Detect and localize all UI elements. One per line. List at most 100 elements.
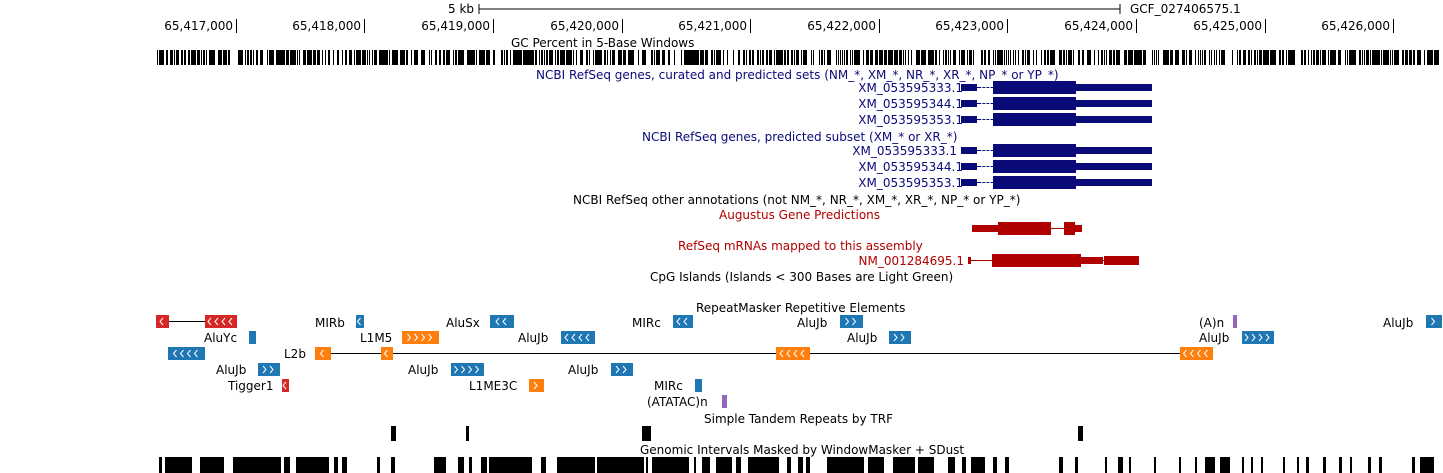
track-title-gc-percent[interactable]: GC Percent in 5-Base Windows xyxy=(511,36,695,50)
gc-bar xyxy=(610,50,611,65)
gc-bar xyxy=(1090,50,1091,65)
gc-bar xyxy=(1027,50,1028,65)
gc-bar xyxy=(253,50,254,65)
gc-bar xyxy=(613,50,614,65)
gc-bar xyxy=(1144,50,1145,65)
strand-arrow xyxy=(987,147,991,154)
gc-bar xyxy=(416,50,417,65)
gc-bar xyxy=(517,50,518,65)
windowmasker-interval xyxy=(1379,457,1382,473)
gc-bar xyxy=(822,50,823,65)
ruler-tick-label: 65,423,000 xyxy=(935,19,1004,33)
gc-bar xyxy=(570,50,571,65)
gc-bar xyxy=(1060,50,1061,65)
repeat-strand xyxy=(186,349,191,358)
gc-bar xyxy=(519,50,520,65)
gc-bar xyxy=(280,50,281,65)
repeat xyxy=(156,315,169,328)
gc-bar xyxy=(226,50,227,65)
track-title-refseq-mrna[interactable]: RefSeq mRNAs mapped to this assembly xyxy=(678,239,923,253)
gene-label[interactable]: XM_053595353.1 xyxy=(858,113,963,127)
gc-bar xyxy=(213,50,214,65)
gc-bar xyxy=(1023,50,1024,65)
gc-bar xyxy=(188,50,189,65)
repeat-label: AluJb xyxy=(797,316,828,330)
gc-bar xyxy=(599,50,600,65)
gc-bar xyxy=(567,50,568,65)
track-title-repeatmasker[interactable]: RepeatMasker Repetitive Elements xyxy=(696,301,906,315)
gene-label[interactable]: XM_053595344.1 xyxy=(858,160,963,174)
track-title-refseq-all[interactable]: NCBI RefSeq genes, curated and predicted… xyxy=(536,68,1059,82)
gc-bar xyxy=(1145,50,1146,65)
gc-bar xyxy=(1156,50,1157,65)
gc-bar xyxy=(375,50,376,65)
track-title-augustus[interactable]: Augustus Gene Predictions xyxy=(719,208,881,222)
gc-bar xyxy=(691,50,692,65)
windowmasker-interval xyxy=(893,457,915,473)
gc-bar xyxy=(780,50,781,65)
gc-bar xyxy=(749,50,750,65)
gc-bar xyxy=(219,50,220,65)
gc-bar xyxy=(1438,50,1439,65)
gc-bar xyxy=(270,50,271,65)
gc-bar xyxy=(882,50,883,65)
gc-bar xyxy=(174,50,175,65)
gc-bar xyxy=(383,50,384,65)
gc-bar xyxy=(1018,50,1019,65)
gc-bar xyxy=(919,50,920,65)
track-title-cpg-islands[interactable]: CpG Islands (Islands < 300 Bases are Lig… xyxy=(650,270,954,284)
gc-bar xyxy=(393,50,394,65)
gc-bar xyxy=(384,50,385,65)
gc-bar xyxy=(1245,50,1246,65)
track-title-refseq-predicted[interactable]: NCBI RefSeq genes, predicted subset (XM_… xyxy=(642,130,958,144)
gc-bar xyxy=(1071,50,1072,65)
gc-bar xyxy=(1015,50,1016,65)
gc-bar xyxy=(389,50,390,65)
gc-bar xyxy=(857,50,858,65)
gc-bar xyxy=(463,50,464,65)
augustus-utr xyxy=(1075,225,1082,232)
track-title-refseq-other[interactable]: NCBI RefSeq other annotations (not NM_*,… xyxy=(573,193,1021,207)
track-title-windowmasker[interactable]: Genomic Intervals Masked by WindowMasker… xyxy=(640,443,965,457)
gc-bar xyxy=(1110,50,1111,65)
gc-bar xyxy=(787,50,788,65)
gc-bar xyxy=(1094,50,1095,65)
track-title-trf[interactable]: Simple Tandem Repeats by TRF xyxy=(704,412,894,426)
gene-label[interactable]: XM_053595353.1 xyxy=(858,176,963,190)
windowmasker-interval xyxy=(702,457,710,473)
gc-bar xyxy=(170,50,171,65)
gc-bar xyxy=(674,50,675,65)
repeat-label: AluJb xyxy=(1199,331,1230,345)
gc-bar xyxy=(638,50,639,65)
gc-bar xyxy=(1338,50,1339,65)
gc-bar xyxy=(1362,50,1363,65)
gc-bar xyxy=(461,50,462,65)
gc-bar xyxy=(290,50,291,65)
gc-bar xyxy=(1254,50,1255,65)
gc-bar xyxy=(797,50,798,65)
mrna-label[interactable]: NM_001284695.1 xyxy=(858,254,965,268)
gc-bar xyxy=(224,50,225,65)
gc-bar xyxy=(719,50,720,65)
gc-bar xyxy=(198,50,199,65)
windowmasker-interval xyxy=(481,457,487,473)
gene-label[interactable]: XM_053595333.1 xyxy=(858,81,963,95)
repeat-label: AluJb xyxy=(1383,316,1414,330)
gc-bar xyxy=(197,50,198,65)
windowmasker-interval xyxy=(1205,457,1215,473)
windowmasker-interval xyxy=(1242,457,1244,473)
gc-bar xyxy=(520,50,521,65)
gene-label[interactable]: XM_053595344.1 xyxy=(858,97,963,111)
windowmasker-interval xyxy=(296,457,329,473)
gc-bar xyxy=(781,50,782,65)
gc-bar xyxy=(448,50,449,65)
gc-bar xyxy=(472,50,473,65)
gene-label[interactable]: XM_053595333.1 xyxy=(852,144,957,158)
gc-bar xyxy=(467,50,468,65)
gc-bar xyxy=(261,50,262,65)
gc-bar xyxy=(876,50,877,65)
gc-bar xyxy=(794,50,795,65)
gc-bar xyxy=(701,50,702,65)
repeat-label: L2b xyxy=(284,347,306,361)
